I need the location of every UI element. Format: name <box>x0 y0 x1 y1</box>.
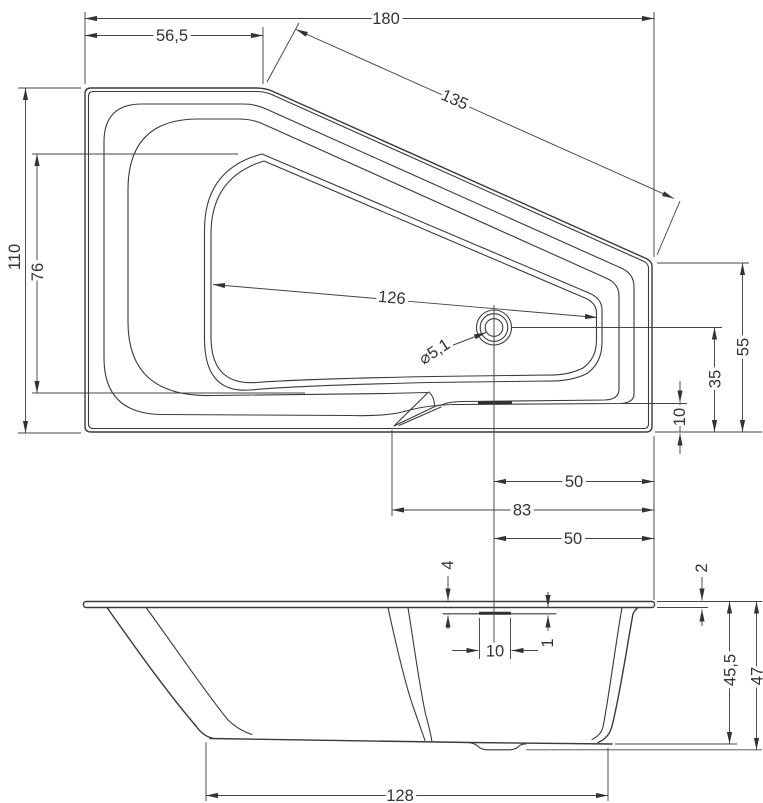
dim-label: 2 <box>693 563 711 572</box>
left-wall-inner <box>145 606 253 736</box>
dim-right-side-depth: 55 <box>731 263 756 432</box>
dim-label: 10 <box>671 408 689 426</box>
dim-overall-width: 110 <box>3 88 29 433</box>
mid-step-line-2 <box>407 606 433 743</box>
overflow-contour <box>127 118 620 427</box>
dim-base-length: 128 <box>206 784 608 803</box>
right-wall-outer <box>597 606 639 744</box>
dim-shelf-edge-offset: 10 <box>668 381 693 454</box>
dim-drain-slot-width: 10 <box>452 639 538 664</box>
dim-label: 126 <box>377 288 406 308</box>
left-wall-outer <box>106 606 213 739</box>
basin-opening-outer <box>203 153 603 391</box>
dim-label: 45,5 <box>722 654 740 686</box>
dim-label: 55 <box>735 338 753 356</box>
step-edge-line-2 <box>398 406 442 427</box>
dim-drain-diameter: ⌀5,1 <box>412 332 487 372</box>
dim-drain-to-bottom: 35 <box>703 327 728 432</box>
dim-label: ⌀5,1 <box>416 335 453 368</box>
dim-rim-edge-thickness: 2 <box>690 560 715 626</box>
dim-label: 10 <box>486 643 504 661</box>
dim-label: 83 <box>513 502 531 520</box>
dim-slanted-edge: 135 <box>266 22 681 256</box>
rim-contour <box>103 103 635 417</box>
dim-step-to-right-edge: 83 <box>392 498 654 523</box>
dim-label: 4 <box>439 560 457 569</box>
dim-overall-height: 47 <box>745 601 763 750</box>
dim-label: 50 <box>564 530 582 548</box>
top-view <box>84 87 653 433</box>
basin-opening-inner <box>210 160 598 384</box>
dim-label: 50 <box>565 473 583 491</box>
dim-overall-length: 180 <box>85 7 654 32</box>
dim-drain-to-right-edge: 50 <box>494 470 654 495</box>
dimensions: 180 56,5 135 110 76 126 <box>3 7 763 803</box>
dim-basin-length: 126 <box>212 282 598 320</box>
tub-outer-edge-inner <box>87 90 650 430</box>
dim-label: 76 <box>29 263 47 281</box>
dim-label: 56,5 <box>156 27 188 45</box>
dim-inner-height: 45,5 <box>718 601 743 744</box>
bottom-line <box>209 737 613 745</box>
step-edge-line <box>428 391 436 406</box>
dim-drain-center-to-right: 50 <box>494 527 654 552</box>
dim-label: 35 <box>707 370 725 388</box>
mid-step-line-1 <box>387 606 426 742</box>
dim-basin-width-left: 76 <box>26 154 51 393</box>
dim-ledge-step: 1 <box>536 592 561 651</box>
dim-label: 47 <box>749 667 763 685</box>
dim-label: 110 <box>6 244 24 270</box>
dim-label: 135 <box>438 86 470 114</box>
dim-label: 128 <box>386 787 414 803</box>
rim-slab <box>82 600 656 609</box>
dim-front-straight: 56,5 <box>85 24 263 49</box>
tub-outer-edge <box>84 87 653 433</box>
side-view <box>82 600 656 751</box>
dim-label: 180 <box>372 10 400 28</box>
right-wall-inner <box>591 606 623 741</box>
dim-label: 1 <box>539 638 557 647</box>
drain-boss <box>467 742 527 751</box>
dim-rim-recess-depth: 4 <box>436 557 461 629</box>
